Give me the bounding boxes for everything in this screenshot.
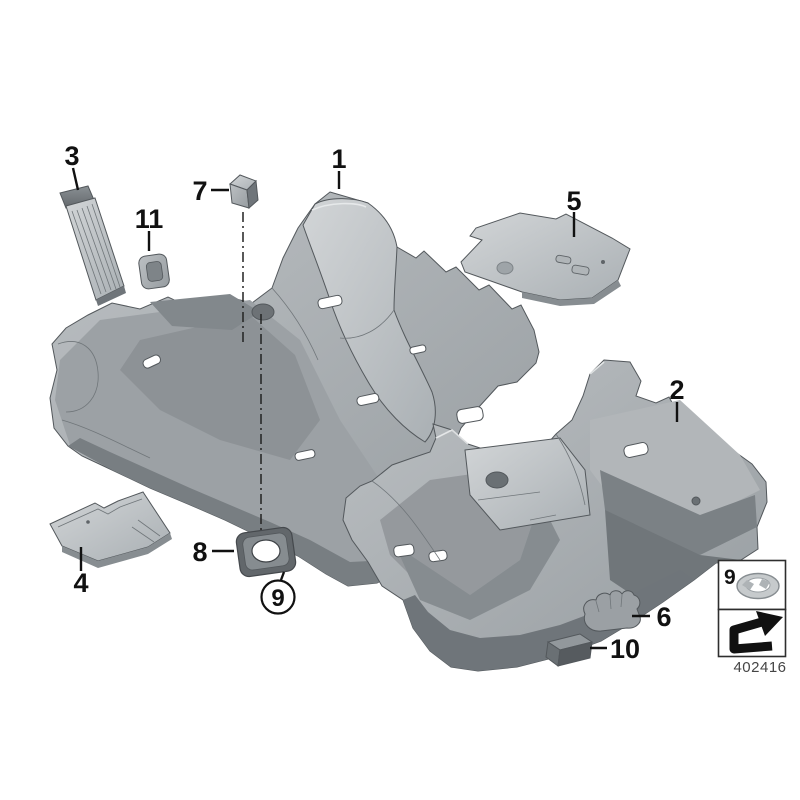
part-pad-rear xyxy=(460,212,631,306)
leader-3 xyxy=(71,167,80,191)
callout-5[interactable]: 5 xyxy=(566,186,581,216)
part-foam-block xyxy=(545,633,594,667)
part-rear-floor-covering xyxy=(342,359,768,672)
legend-item-ref: 9 xyxy=(724,566,736,589)
leader-9 xyxy=(279,571,286,581)
part-pad-front xyxy=(49,491,172,568)
bent-arrow-icon xyxy=(729,611,783,654)
callout-9-circled[interactable]: 9 xyxy=(260,579,296,615)
callout-4[interactable]: 4 xyxy=(73,568,88,598)
rear-carpet-holes xyxy=(393,406,649,563)
part-clip xyxy=(138,253,170,290)
lock-washer-icon xyxy=(736,572,780,600)
callout-10[interactable]: 10 xyxy=(610,634,640,664)
callout-8[interactable]: 8 xyxy=(192,537,207,567)
leader-lines xyxy=(71,167,679,650)
part-bracket xyxy=(229,174,259,210)
callout-2[interactable]: 2 xyxy=(669,375,684,405)
part-footrest xyxy=(59,185,126,306)
callout-7[interactable]: 7 xyxy=(192,176,207,206)
part-grommet xyxy=(235,526,297,578)
callout-3[interactable]: 3 xyxy=(64,141,79,171)
carpet-grommet-hole xyxy=(251,303,275,321)
legend: 9 402416 xyxy=(717,559,787,676)
carpet-slots xyxy=(142,294,427,461)
callout-9-number: 9 xyxy=(271,585,284,612)
part-foam-insert xyxy=(583,590,641,632)
callout-9-circle xyxy=(260,579,296,615)
callout-1[interactable]: 1 xyxy=(331,144,346,174)
callout-11[interactable]: 11 xyxy=(135,204,164,234)
doc-number: 402416 xyxy=(733,659,786,676)
callout-6[interactable]: 6 xyxy=(656,602,671,632)
